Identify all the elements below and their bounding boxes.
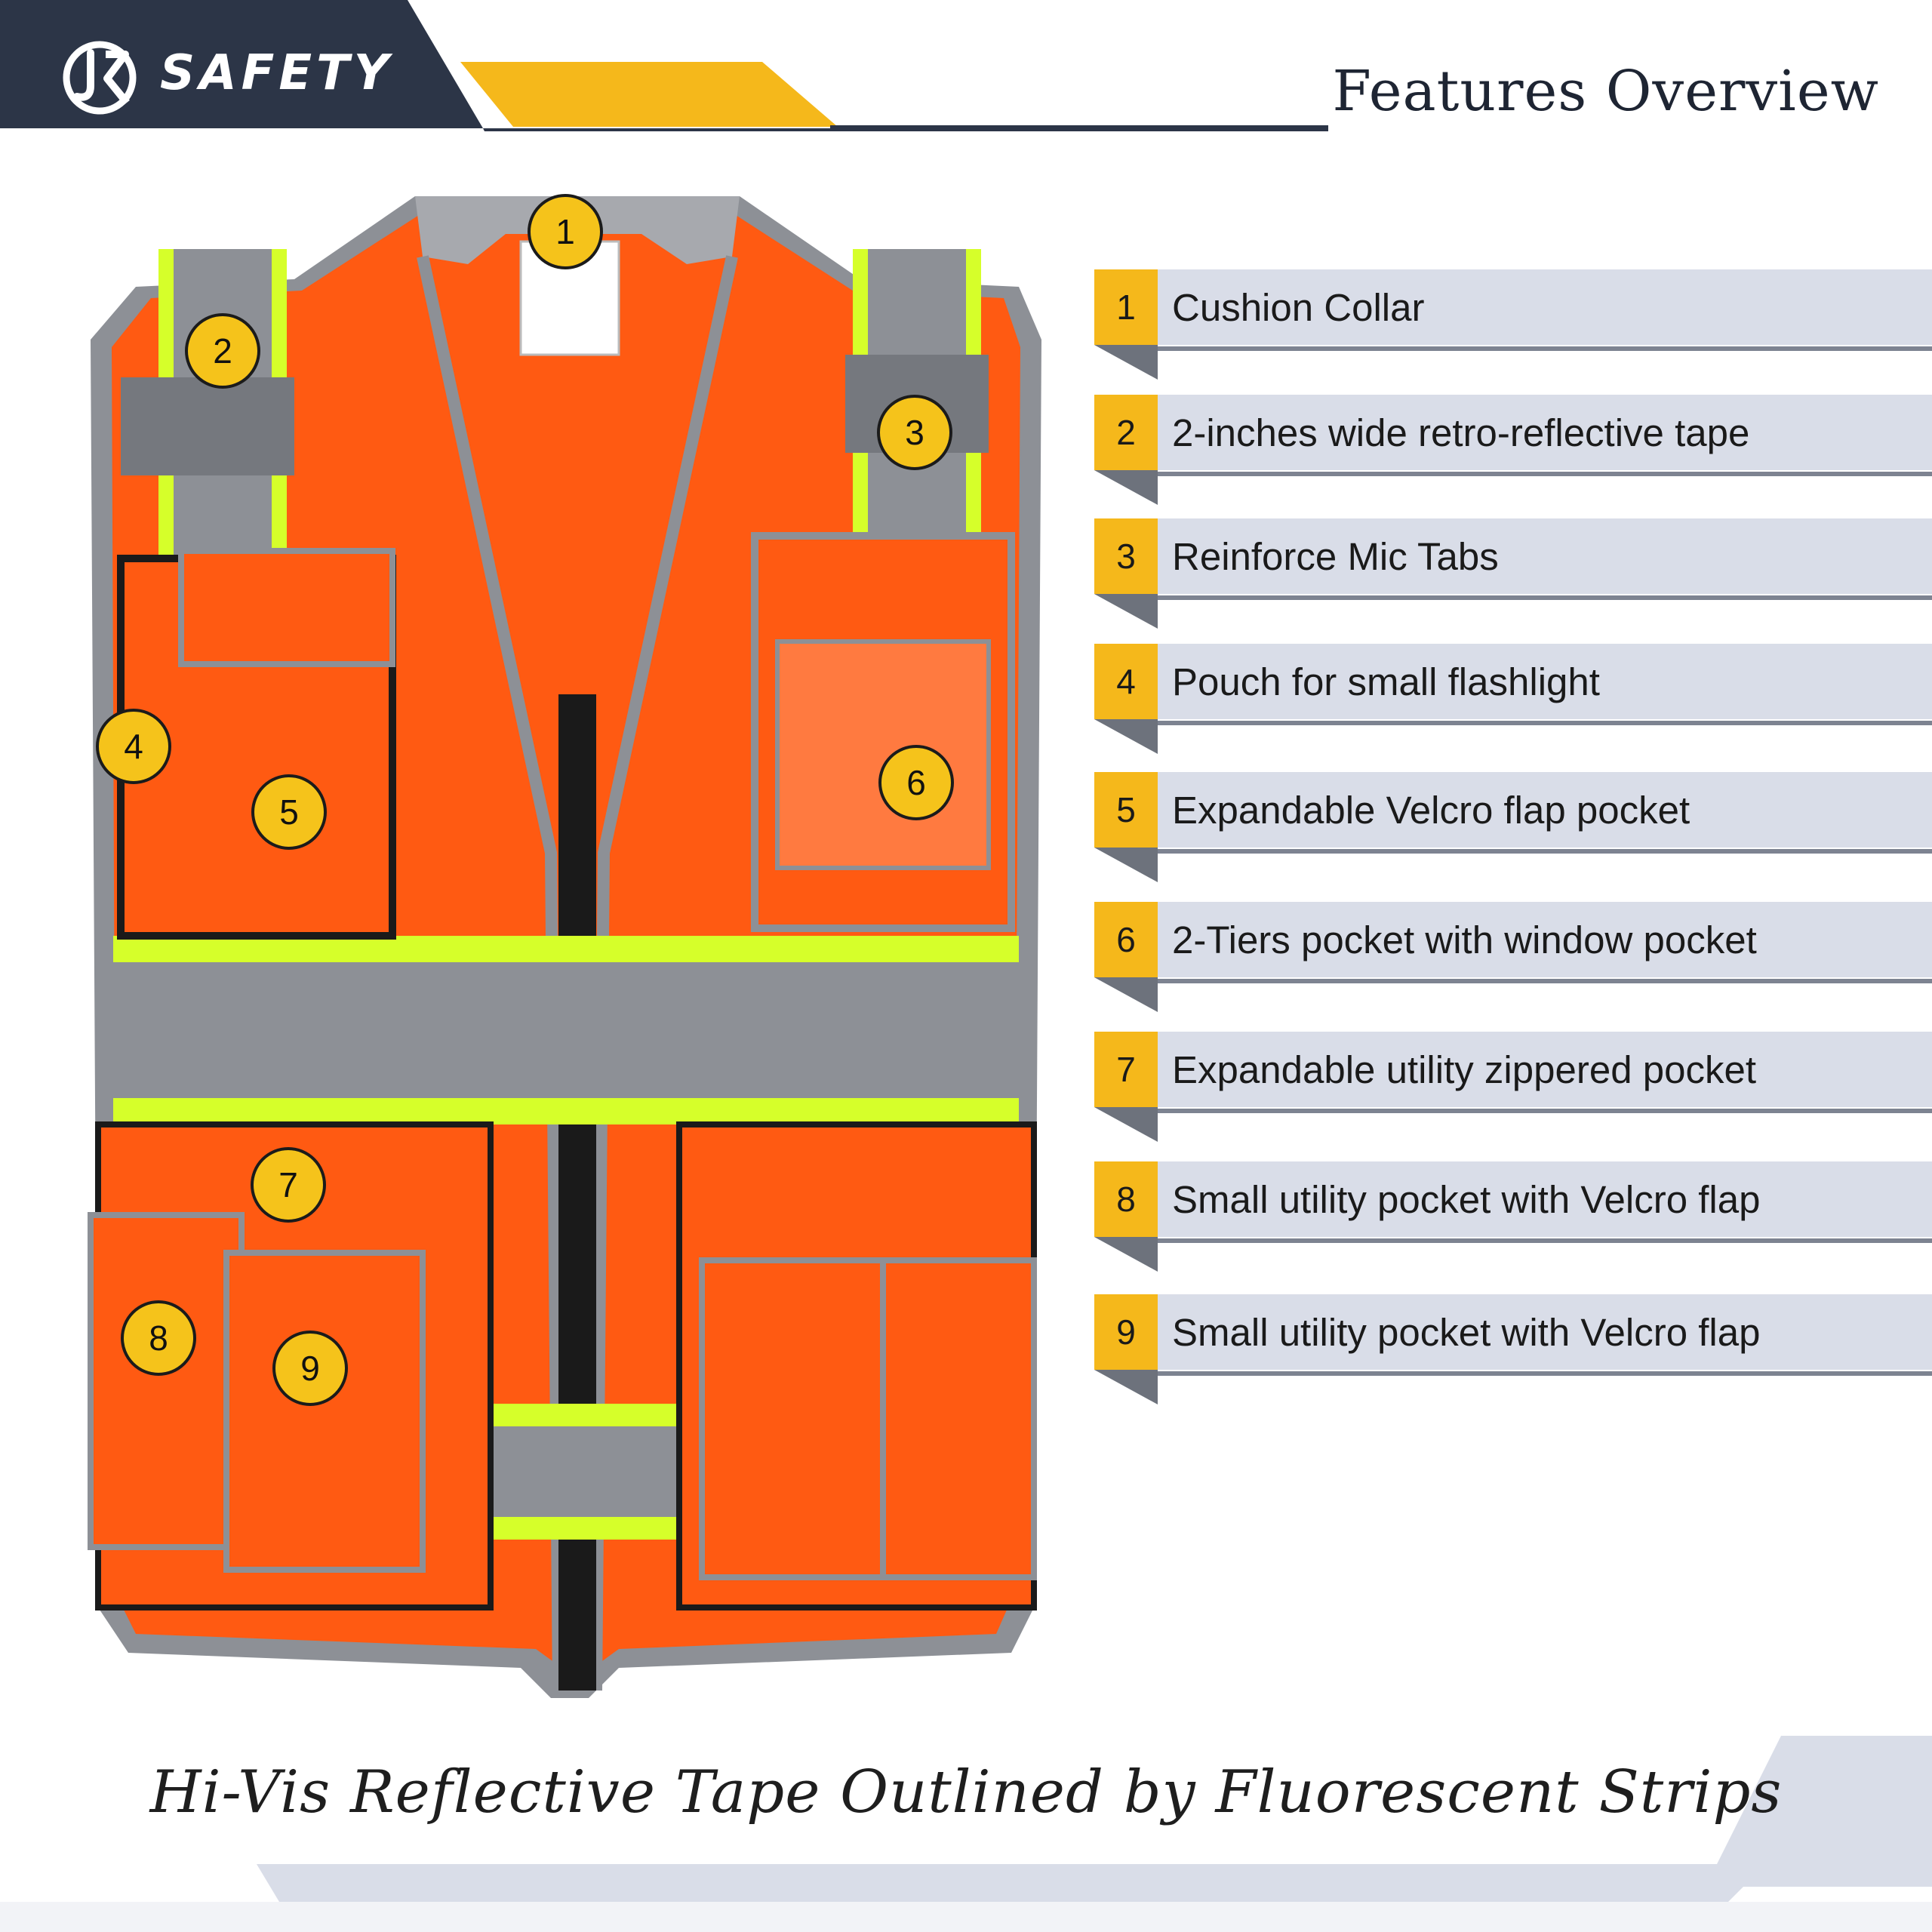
feature-bar-underline — [1158, 1371, 1932, 1376]
feature-number-badge: 9 — [1094, 1294, 1158, 1370]
fold-corner-icon — [1094, 1370, 1158, 1404]
feature-number-badge: 8 — [1094, 1161, 1158, 1237]
feature-number-badge: 6 — [1094, 902, 1158, 977]
feature-bar-underline — [1158, 595, 1932, 600]
feature-label: Reinforce Mic Tabs — [1172, 534, 1499, 578]
feature-label: Pouch for small flashlight — [1172, 660, 1600, 703]
fold-corner-icon — [1094, 977, 1158, 1012]
feature-bar-underline — [1158, 472, 1932, 476]
vest-marker-8: 8 — [121, 1300, 196, 1376]
feature-bar — [1094, 772, 1932, 848]
feature-bar — [1094, 902, 1932, 977]
feature-label: 2-inches wide retro-reflective tape — [1172, 411, 1750, 454]
feature-item-7: 7 Expandable utility zippered pocket — [1094, 1032, 1932, 1143]
fold-corner-icon — [1094, 470, 1158, 505]
feature-number-badge: 2 — [1094, 395, 1158, 470]
footer-tagline: Hi-Vis Reflective Tape Outlined by Fluor… — [149, 1758, 1783, 1826]
page-title: Features Overview — [1332, 59, 1879, 124]
feature-number-badge: 3 — [1094, 518, 1158, 594]
fold-corner-icon — [1094, 1237, 1158, 1272]
feature-number-badge: 1 — [1094, 269, 1158, 345]
feature-label: Expandable Velcro flap pocket — [1172, 788, 1690, 832]
feature-bar-underline — [1158, 721, 1932, 725]
feature-number-badge: 4 — [1094, 644, 1158, 719]
vest-marker-7: 7 — [251, 1147, 326, 1223]
feature-item-8: 8 Small utility pocket with Velcro flap — [1094, 1161, 1932, 1273]
feature-label: Expandable utility zippered pocket — [1172, 1048, 1756, 1091]
feature-bar — [1094, 1032, 1932, 1107]
feature-item-2: 2 2-inches wide retro-reflective tape — [1094, 395, 1932, 506]
feature-label: Small utility pocket with Velcro flap — [1172, 1177, 1761, 1221]
fold-corner-icon — [1094, 1107, 1158, 1142]
feature-item-3: 3 Reinforce Mic Tabs — [1094, 518, 1932, 630]
safety-vest-illustration — [88, 196, 1041, 1698]
fold-corner-icon — [1094, 594, 1158, 629]
feature-label: Small utility pocket with Velcro flap — [1172, 1310, 1761, 1354]
brand-name: SAFETY — [160, 45, 394, 101]
feature-item-6: 6 2-Tiers pocket with window pocket — [1094, 902, 1932, 1014]
feature-number-badge: 7 — [1094, 1032, 1158, 1107]
feature-bar — [1094, 1294, 1932, 1370]
fold-corner-icon — [1094, 719, 1158, 754]
feature-item-4: 4 Pouch for small flashlight — [1094, 644, 1932, 755]
feature-item-5: 5 Expandable Velcro flap pocket — [1094, 772, 1932, 884]
feature-item-1: 1 Cushion Collar — [1094, 269, 1932, 381]
vest-marker-3: 3 — [877, 395, 952, 470]
jk-monogram-icon — [63, 41, 137, 115]
feature-bar-underline — [1158, 979, 1932, 983]
feature-bar — [1094, 518, 1932, 594]
feature-bar — [1094, 644, 1932, 719]
feature-bar-underline — [1158, 1238, 1932, 1243]
feature-bar — [1094, 395, 1932, 470]
vest-marker-6: 6 — [878, 745, 954, 820]
vest-marker-9: 9 — [272, 1331, 348, 1406]
footer-stripes — [0, 1736, 1932, 1932]
feature-bar — [1094, 1161, 1932, 1237]
fold-corner-icon — [1094, 345, 1158, 380]
vest-marker-1: 1 — [528, 194, 603, 269]
feature-label: 2-Tiers pocket with window pocket — [1172, 918, 1757, 961]
vest-marker-5: 5 — [251, 774, 327, 850]
feature-bar-underline — [1158, 1109, 1932, 1113]
vest-marker-2: 2 — [185, 313, 260, 389]
feature-bar — [1094, 269, 1932, 345]
feature-bar-underline — [1158, 849, 1932, 854]
fold-corner-icon — [1094, 848, 1158, 882]
feature-item-9: 9 Small utility pocket with Velcro flap — [1094, 1294, 1932, 1406]
feature-number-badge: 5 — [1094, 772, 1158, 848]
feature-bar-underline — [1158, 346, 1932, 351]
vest-marker-4: 4 — [96, 709, 171, 784]
feature-label: Cushion Collar — [1172, 285, 1425, 329]
